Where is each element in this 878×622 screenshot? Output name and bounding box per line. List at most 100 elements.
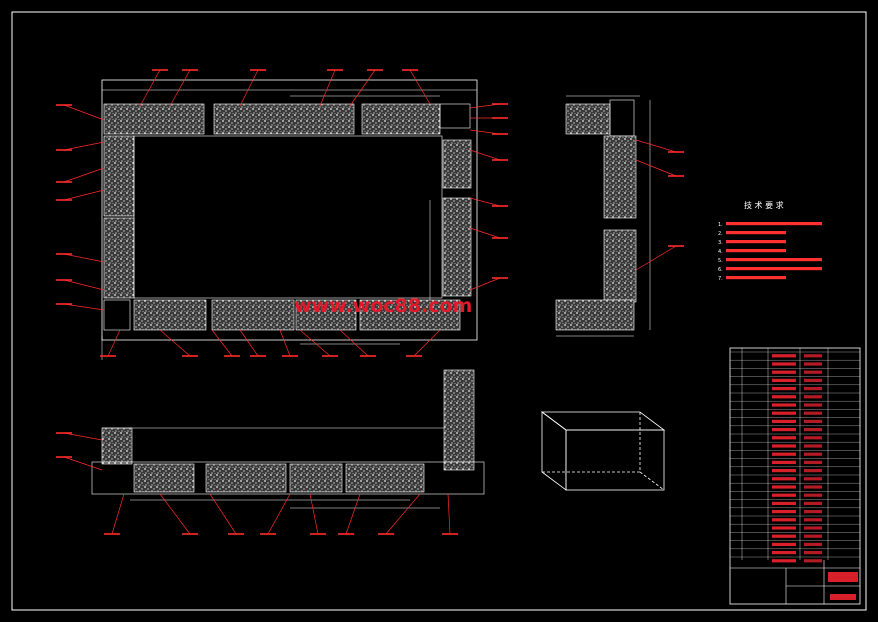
- tech-item-number: 1.: [718, 222, 723, 228]
- leader-line: [63, 456, 103, 471]
- tech-item-number: 4.: [718, 249, 723, 255]
- leader-line: [169, 69, 191, 107]
- leader-line: [413, 329, 441, 357]
- leader-line: [63, 189, 105, 201]
- leader-line: [111, 493, 125, 535]
- watermark-text: www.woc88.com: [294, 295, 472, 317]
- leader-line: [239, 329, 259, 357]
- leader-line: [267, 493, 291, 535]
- table-cell-mark: [772, 477, 796, 481]
- tech-requirements: 技 术 要 求 1. 2. 3. 4. 5. 6. 7.: [718, 200, 822, 282]
- leader-line: [469, 227, 501, 239]
- table-cell-mark: [804, 510, 822, 514]
- tech-item-number: 2.: [718, 231, 723, 237]
- table-cell-mark: [804, 444, 822, 448]
- tech-item-line: [726, 231, 786, 235]
- table-cell-mark: [772, 411, 796, 415]
- table-cell-mark: [804, 542, 822, 546]
- tech-item-number: 5.: [718, 258, 723, 264]
- tech-item-line: [726, 267, 822, 271]
- table-cell-mark: [772, 378, 796, 382]
- table-cell-mark: [772, 354, 796, 358]
- tech-item-line: [726, 249, 786, 253]
- tech-item-line: [726, 240, 786, 244]
- table-cell-mark: [804, 370, 822, 374]
- leader-line: [385, 493, 421, 535]
- leader-line: [309, 493, 319, 535]
- leader-line: [63, 432, 103, 441]
- table-cell-mark: [772, 370, 796, 374]
- table-cell-mark: [772, 452, 796, 456]
- table-cell-mark: [772, 542, 796, 546]
- table-cell-mark: [772, 534, 796, 538]
- tech-requirements-title: 技 术 要 求: [744, 200, 784, 210]
- table-cell-mark: [804, 452, 822, 456]
- leader-line: [63, 104, 105, 121]
- tech-item-line: [726, 222, 822, 226]
- table-cell-mark: [804, 395, 822, 399]
- leader-line: [409, 69, 431, 105]
- table-cell-mark: [804, 501, 822, 505]
- table-cell-mark: [804, 419, 822, 423]
- table-cell-mark: [772, 395, 796, 399]
- leader-line: [239, 69, 259, 107]
- table-cell-mark: [772, 428, 796, 432]
- table-cell-mark: [804, 411, 822, 415]
- leader-line: [107, 329, 121, 357]
- table-cell-mark: [772, 444, 796, 448]
- leader-line: [159, 493, 191, 535]
- table-cell-mark: [772, 419, 796, 423]
- table-cell-mark: [772, 387, 796, 391]
- table-cell-mark: [804, 460, 822, 464]
- leader-line: [319, 69, 336, 107]
- table-cell-mark: [772, 436, 796, 440]
- table-cell-mark: [772, 485, 796, 489]
- leader-line: [469, 149, 501, 161]
- plan-view-a: [101, 79, 478, 360]
- leader-line: [469, 277, 501, 291]
- table-cell-mark: [772, 403, 796, 407]
- table-cell-mark: [804, 354, 822, 358]
- leader-line: [469, 197, 501, 207]
- leader-lines: [56, 69, 684, 535]
- table-cell-mark: [804, 378, 822, 382]
- section-view-c: [91, 369, 485, 509]
- table-cell-mark: [772, 501, 796, 505]
- table-cell-mark: [772, 493, 796, 497]
- table-cell-mark: [804, 403, 822, 407]
- tech-item-number: 6.: [718, 267, 723, 273]
- parts-table: [729, 347, 861, 605]
- table-cell-mark: [804, 436, 822, 440]
- leader-line: [299, 329, 331, 357]
- table-cell-mark: [804, 518, 822, 522]
- leader-line: [447, 493, 451, 535]
- table-cell-mark: [804, 428, 822, 432]
- leader-line: [63, 279, 105, 291]
- table-cell-mark: [804, 559, 822, 563]
- leader-line: [349, 69, 376, 107]
- tech-item-line: [726, 258, 822, 262]
- tech-item-line: [726, 276, 786, 280]
- leader-line: [635, 159, 677, 177]
- leader-line: [209, 493, 237, 535]
- table-cell-mark: [804, 526, 822, 530]
- leader-line: [139, 69, 161, 107]
- table-cell-mark: [772, 551, 796, 555]
- leader-line: [211, 329, 233, 357]
- tech-item-number: 3.: [718, 240, 723, 246]
- table-cell-mark: [804, 477, 822, 481]
- isometric-box: [540, 411, 666, 491]
- leader-line: [63, 253, 105, 263]
- leader-line: [63, 141, 105, 151]
- table-cell-mark: [772, 526, 796, 530]
- tech-item-number: 7.: [718, 276, 723, 282]
- leader-line: [635, 245, 677, 271]
- section-view-b: [555, 95, 651, 337]
- table-cell-mark: [772, 362, 796, 366]
- table-cell-mark: [772, 518, 796, 522]
- table-cell-mark: [804, 469, 822, 473]
- table-cell-mark: [772, 559, 796, 563]
- table-cell-mark: [772, 510, 796, 514]
